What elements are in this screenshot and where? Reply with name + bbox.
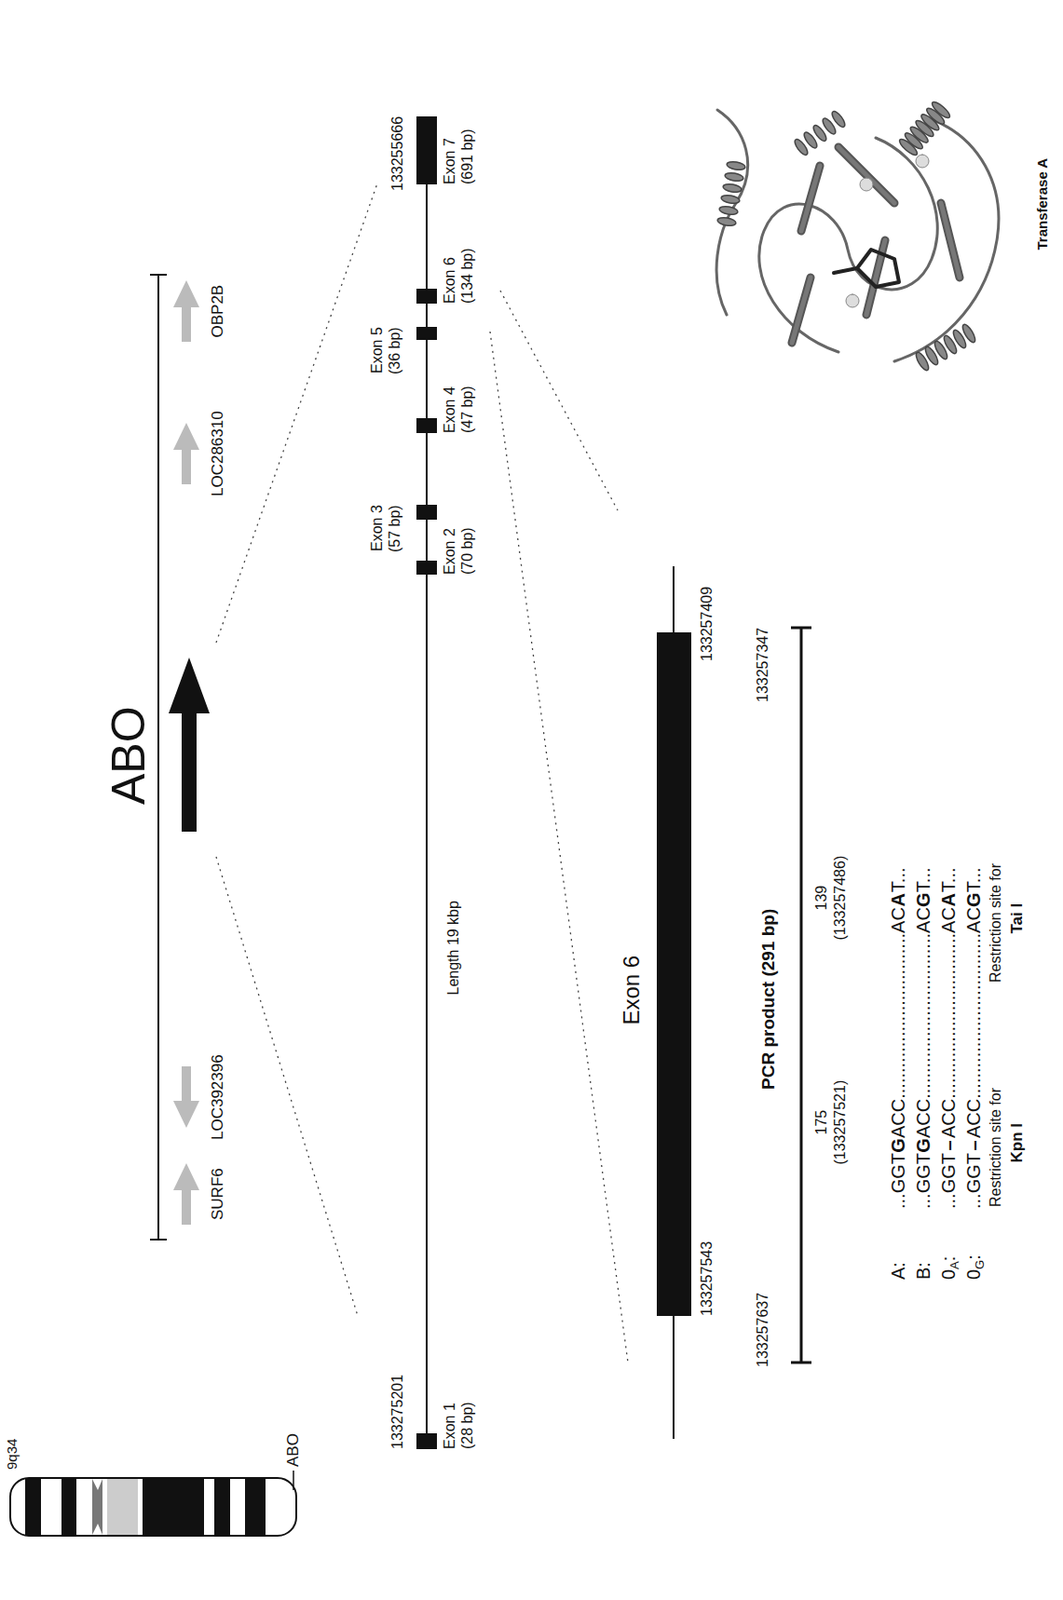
protein-structure (716, 99, 999, 372)
gene-title: ABO (102, 706, 157, 805)
zoom-title: Exon 6 (618, 955, 645, 1026)
exon-size: (70 bp) (459, 527, 477, 575)
sequence: T... (938, 868, 959, 894)
coordinate: 133275201 (389, 1375, 407, 1450)
helix-turn (830, 109, 847, 130)
variant-base: G (962, 892, 985, 908)
gene-label: LOC286310 (208, 410, 228, 497)
sequence: T... (963, 868, 984, 894)
allele-name: : (938, 1256, 959, 1263)
variant-base: G (886, 1138, 910, 1154)
helix-turn (720, 193, 740, 205)
helix-turn (722, 182, 742, 193)
position-number: 175 (813, 1110, 831, 1136)
allele-label: 0A: (937, 1256, 967, 1281)
helix-turn (718, 204, 738, 216)
pcr-product-bar (790, 627, 812, 1363)
allele-name: 0 (963, 1269, 984, 1281)
coordinate: 133257637 (754, 1293, 772, 1368)
sequence: ...GGT (963, 1153, 984, 1210)
sequence-row: ...GGT–ACC..............................… (962, 868, 985, 1211)
helix-turn (960, 323, 978, 345)
exon-label: Exon 7 (441, 137, 459, 185)
coordinate: 133257347 (754, 627, 772, 703)
coordinate: (133257521) (831, 1080, 849, 1166)
allele-name: B: (913, 1262, 934, 1281)
exon-size: (57 bp) (386, 504, 404, 553)
sequence: T... (913, 868, 934, 894)
sequence: T... (887, 868, 909, 894)
enzyme-name: Tai I (1008, 903, 1027, 935)
sequence: ...GGT (913, 1153, 934, 1210)
variant-base: G (912, 892, 935, 908)
chromosome-ideogram (10, 1471, 297, 1537)
exon-label: Exon 4 (441, 386, 459, 434)
locus-label: ABO (284, 1433, 303, 1468)
length-label: Length 19 kbp (445, 900, 463, 995)
band-label: 9q34 (3, 1439, 20, 1471)
variant-base: G (912, 1138, 935, 1154)
gene-label: LOC392396 (208, 1054, 228, 1141)
exon-size: (36 bp) (386, 327, 404, 375)
variant-base: – (937, 1138, 960, 1154)
sequence-row: ...GGT–ACC..............................… (937, 868, 960, 1211)
exon-size: (691 bp) (459, 128, 477, 185)
allele-name: A (947, 1261, 962, 1270)
coordinate: 133255666 (389, 116, 407, 191)
gene-label: SURF6 (208, 1168, 228, 1221)
helix-turn (716, 216, 736, 227)
exon-label: Exon 6 (441, 257, 459, 304)
exon-label: Exon 1 (441, 1403, 459, 1450)
enzyme-name: Kpn I (1008, 1123, 1027, 1164)
abo-gene-arrow (168, 657, 210, 832)
exon-label: Exon 2 (441, 528, 459, 575)
allele-name: A: (887, 1262, 909, 1281)
exon-size: (47 bp) (459, 385, 477, 434)
allele-label: 0G: (962, 1254, 992, 1281)
variant-base: – (962, 1138, 985, 1154)
exon-label: Exon 5 (368, 327, 386, 374)
protein-label: Transferase A (1034, 158, 1050, 251)
helix-turn (725, 160, 746, 171)
sequence: ACC................................AC (938, 907, 959, 1139)
coordinate: 133257409 (698, 586, 716, 662)
sequence-row: ...GGTGACC..............................… (886, 868, 910, 1211)
exon-label: Exon 3 (368, 504, 386, 552)
helix-turn (723, 171, 744, 182)
helix-turn (929, 99, 952, 121)
exon-size: (134 bp) (459, 247, 477, 304)
allele-label: A: (886, 1262, 910, 1281)
exon-size: (28 bp) (459, 1402, 477, 1450)
sequence: ...GGT (938, 1153, 959, 1210)
pcr-label: PCR product (291 bp) (758, 909, 779, 1091)
gene-label: OBP2B (208, 285, 228, 339)
sequence: ACC................................AC (963, 907, 984, 1139)
gene-structure (416, 116, 437, 1450)
neighbour-gene-arrows (173, 280, 200, 1226)
sequence: ...GGT (887, 1153, 909, 1210)
sequence-row: ...GGTGACC..............................… (912, 868, 935, 1211)
site-note: Restriction site for (987, 863, 1005, 983)
site-note: Restriction site for (987, 1088, 1005, 1208)
allele-label: B: (912, 1262, 935, 1281)
allele-name: : (963, 1254, 984, 1261)
allele-name: 0 (938, 1269, 959, 1281)
allele-name: G (972, 1260, 987, 1270)
coordinate: (133257486) (831, 856, 849, 941)
coordinate: 133257543 (698, 1241, 716, 1317)
exon6-zoom (656, 566, 692, 1440)
variant-base: A (886, 892, 910, 908)
variant-base: A (937, 892, 960, 908)
position-number: 139 (813, 885, 831, 912)
zoom-lines (216, 183, 628, 1363)
sequence: ACC................................AC (887, 907, 909, 1139)
sequence: ACC................................AC (913, 907, 934, 1139)
